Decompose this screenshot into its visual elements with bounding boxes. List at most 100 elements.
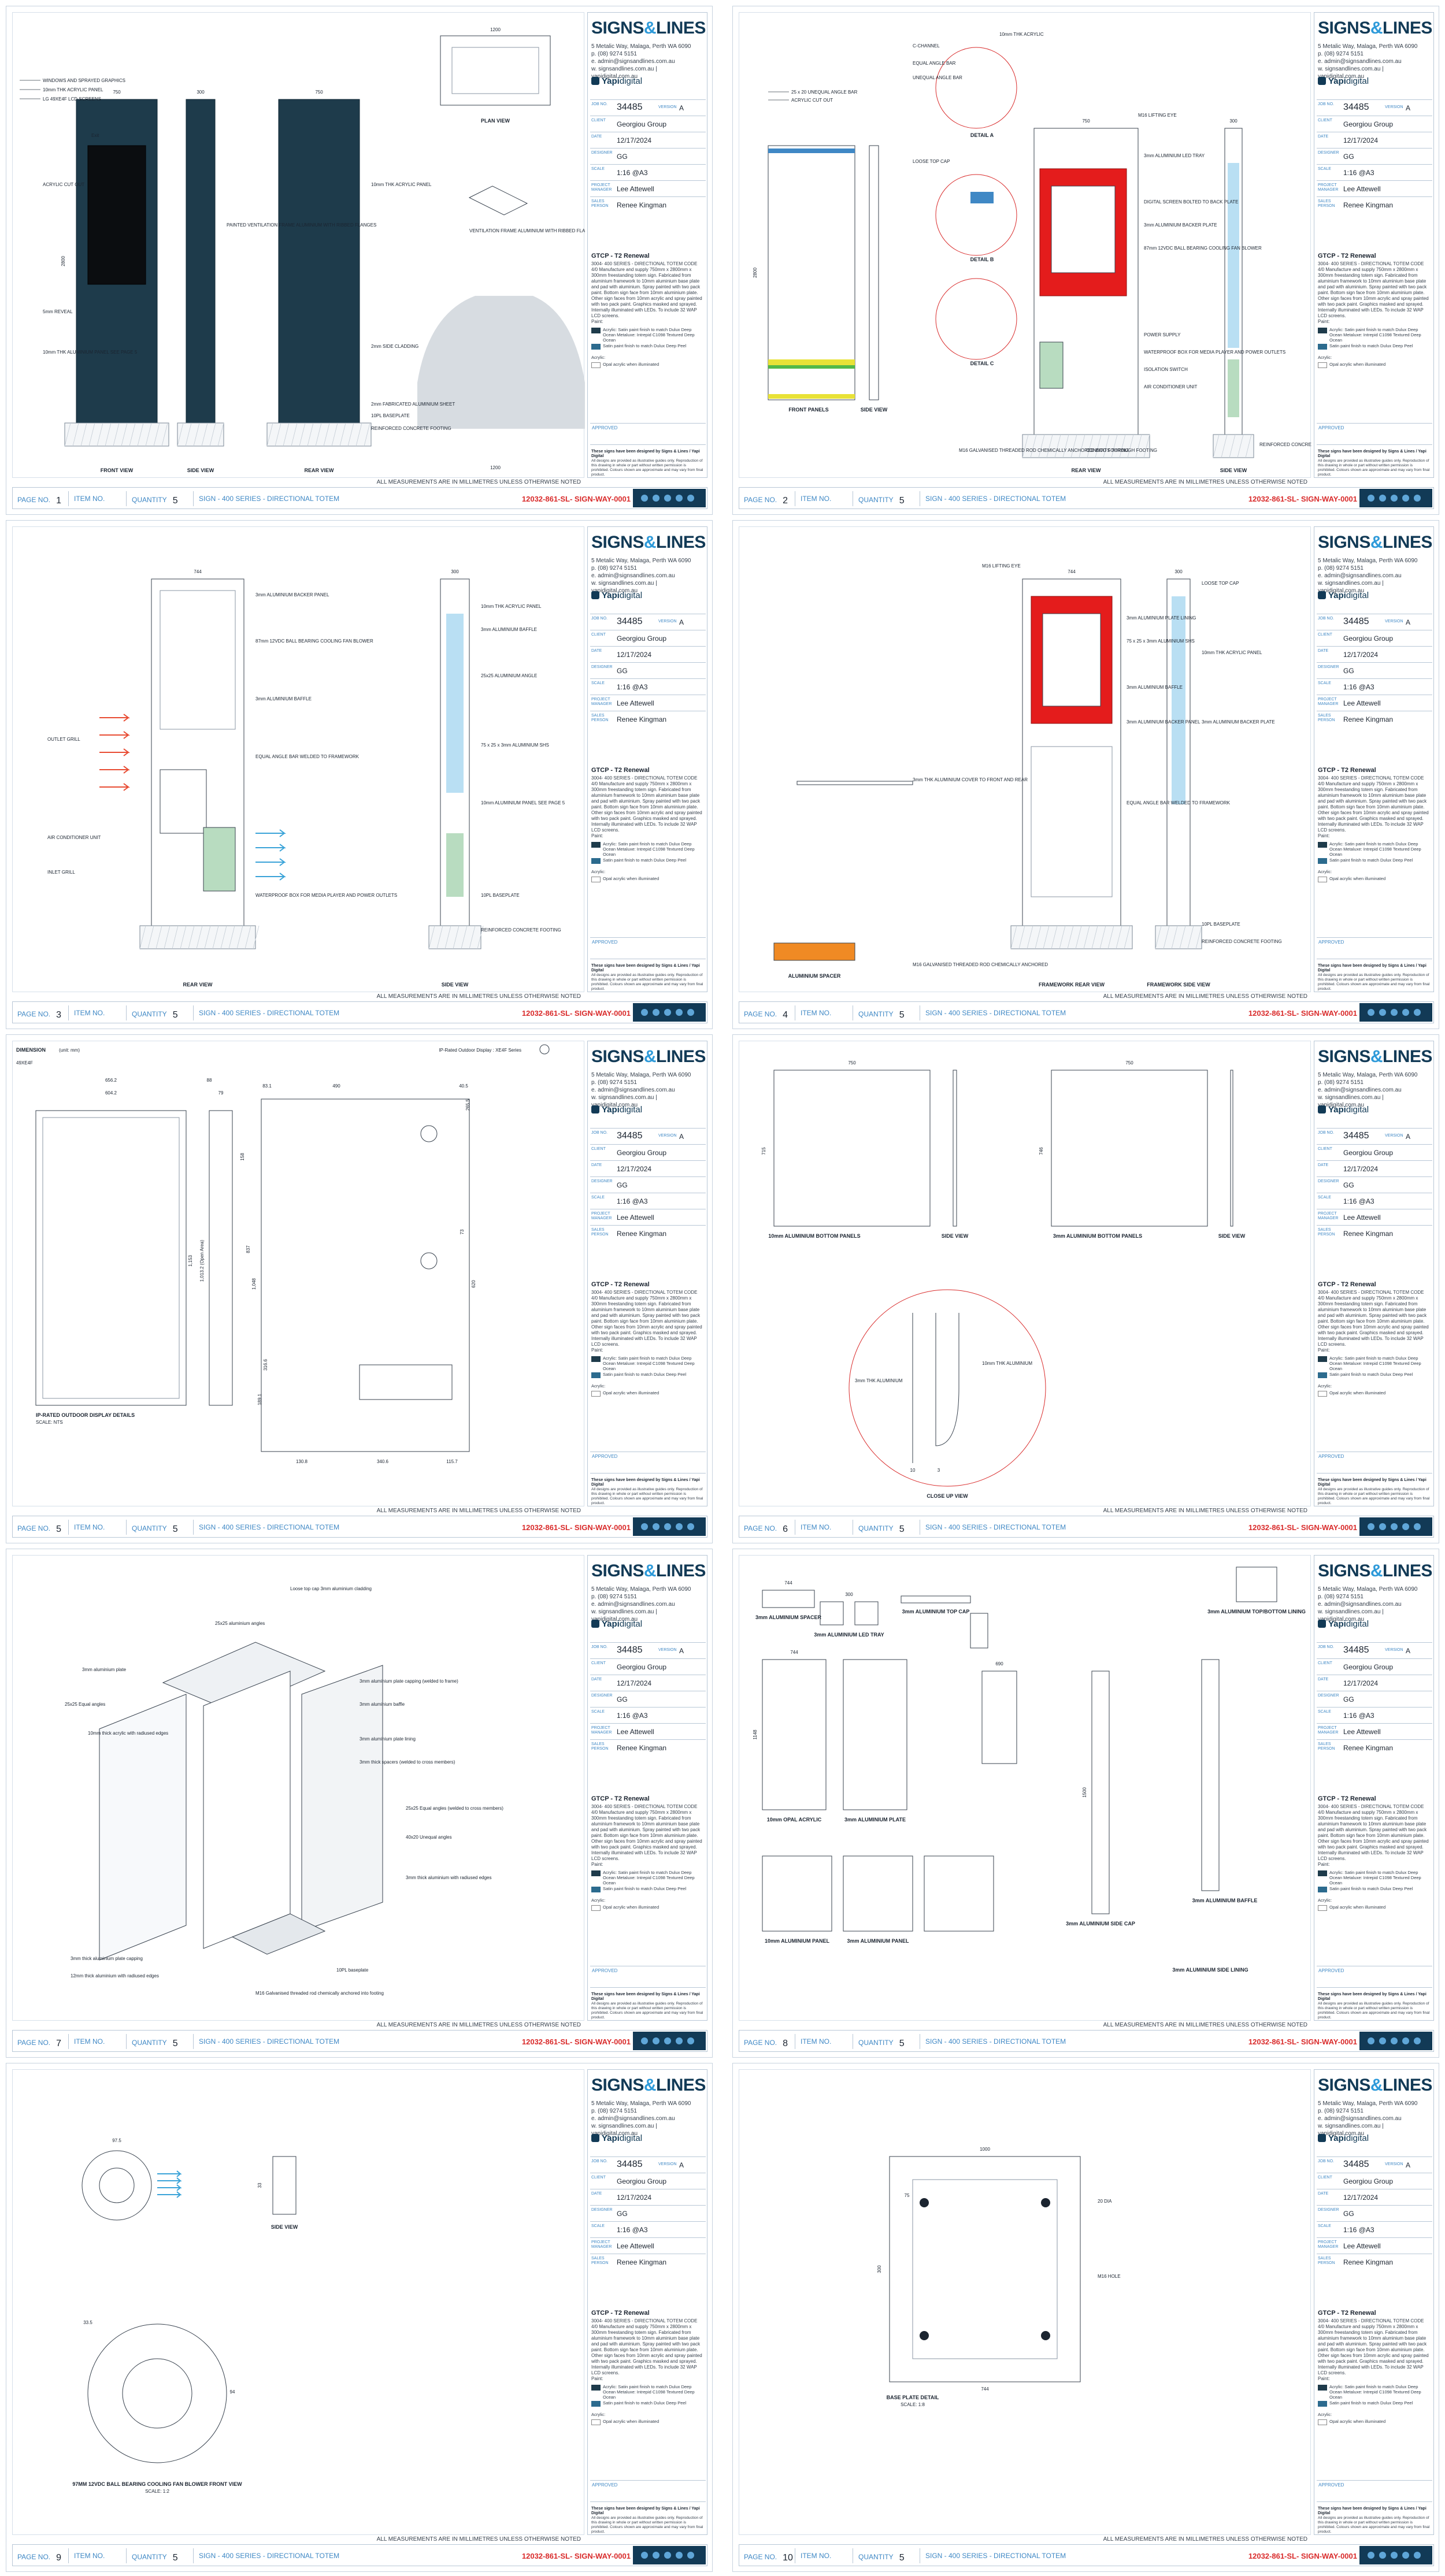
- page-number: 3: [56, 1010, 62, 1020]
- paint-swatch: [1318, 842, 1327, 848]
- company-logo: SIGNS&LINES: [591, 2076, 706, 2095]
- drawing-number: 12032-861-SL- SIGN-WAY-0001: [521, 2037, 631, 2046]
- drawing-number: 12032-861-SL- SIGN-WAY-0001: [1248, 1523, 1357, 1532]
- instagram-icon[interactable]: [653, 2037, 659, 2044]
- company-address: 5 Metalic Way, Malaga, Perth WA 6090 p. …: [1318, 557, 1431, 595]
- callout-label: REINFORCED CONCRETE FOOTING: [371, 426, 451, 431]
- facebook-icon[interactable]: [1391, 1009, 1398, 1016]
- hatch-line: [180, 925, 187, 949]
- social-bar: [1359, 489, 1432, 507]
- linkedin-icon[interactable]: [1368, 495, 1374, 502]
- twitter-icon[interactable]: [1402, 495, 1409, 502]
- twitter-icon[interactable]: [1402, 1523, 1409, 1530]
- instagram-icon[interactable]: [653, 495, 659, 502]
- drawing-sheet-5: DIMENSION(unit: mm)IP-Rated Outdoor Disp…: [6, 1034, 713, 1543]
- instagram-icon[interactable]: [653, 1523, 659, 1530]
- hatch-line: [1030, 434, 1037, 458]
- dimension-label: 750: [315, 90, 323, 95]
- page-number: 1: [56, 496, 62, 506]
- instagram-icon[interactable]: [1379, 2552, 1386, 2559]
- linkedin-icon[interactable]: [1368, 1523, 1374, 1530]
- date-value: 12/17/2024: [1343, 2193, 1379, 2202]
- hatch-line: [1027, 925, 1033, 949]
- linkedin-icon[interactable]: [641, 2037, 648, 2044]
- youtube-icon[interactable]: [1414, 2552, 1421, 2559]
- linkedin-icon[interactable]: [641, 495, 648, 502]
- description-text: 3004- 400 SERIES - DIRECTIONAL TOTEM COD…: [591, 1290, 702, 1347]
- drawing-number: 12032-861-SL- SIGN-WAY-0001: [1248, 495, 1357, 503]
- linkedin-icon[interactable]: [1368, 2552, 1374, 2559]
- instagram-icon[interactable]: [653, 2552, 659, 2559]
- dimension-label: 300: [877, 2265, 882, 2273]
- dimension-unit: (unit: mm): [59, 1048, 80, 1053]
- youtube-icon[interactable]: [687, 1523, 694, 1530]
- instagram-icon[interactable]: [1379, 2037, 1386, 2044]
- facebook-icon[interactable]: [1391, 2552, 1398, 2559]
- measurement-note: ALL MEASUREMENTS ARE IN MILLIMETRES UNLE…: [1103, 479, 1307, 485]
- callout-label: 75 x 25 x 3mm ALUMINIUM SHS: [481, 743, 549, 748]
- instagram-icon[interactable]: [1379, 1009, 1386, 1016]
- dimension-label: 40.5: [459, 1083, 468, 1089]
- twitter-icon[interactable]: [676, 2552, 683, 2559]
- quantity-label: QUANTITY 5: [132, 2039, 178, 2048]
- linkedin-icon[interactable]: [641, 1009, 648, 1016]
- facebook-icon[interactable]: [664, 2552, 671, 2559]
- callout-label: M16 GALVANISED THREADED ROD CHEMICALLY A…: [913, 962, 1048, 967]
- youtube-icon[interactable]: [1414, 2037, 1421, 2044]
- web-text: w. signsandlines.com.au | yapidigital.co…: [1318, 2123, 1384, 2137]
- youtube-icon[interactable]: [687, 2037, 694, 2044]
- job-no-value: 34485: [1343, 102, 1369, 112]
- linkedin-icon[interactable]: [641, 1523, 648, 1530]
- paint-swatch: [591, 1391, 601, 1397]
- drawing-number: 12032-861-SL- SIGN-WAY-0001: [521, 495, 631, 503]
- item-no-label: ITEM NO.: [74, 1523, 105, 1531]
- facebook-icon[interactable]: [664, 1009, 671, 1016]
- youtube-icon[interactable]: [1414, 495, 1421, 502]
- date-value: 12/17/2024: [617, 1165, 652, 1173]
- instagram-icon[interactable]: [1379, 495, 1386, 502]
- linkedin-icon[interactable]: [1368, 1009, 1374, 1016]
- linkedin-icon[interactable]: [1368, 2037, 1374, 2044]
- hatch-line: [97, 422, 103, 447]
- youtube-icon[interactable]: [1414, 1523, 1421, 1530]
- facebook-icon[interactable]: [664, 2037, 671, 2044]
- facebook-icon[interactable]: [1391, 2037, 1398, 2044]
- twitter-icon[interactable]: [676, 2037, 683, 2044]
- instagram-icon[interactable]: [653, 1009, 659, 1016]
- facebook-icon[interactable]: [664, 495, 671, 502]
- twitter-icon[interactable]: [676, 495, 683, 502]
- client-value: Georgiou Group: [1343, 1663, 1394, 1671]
- youtube-icon[interactable]: [1414, 1009, 1421, 1016]
- facebook-icon[interactable]: [1391, 495, 1398, 502]
- twitter-icon[interactable]: [676, 1523, 683, 1530]
- twitter-icon[interactable]: [1402, 2552, 1409, 2559]
- view-title: SIDE VIEW: [442, 982, 469, 988]
- instagram-icon[interactable]: [1379, 1523, 1386, 1530]
- scale-value: 1:16 @A3: [617, 1712, 648, 1720]
- youtube-icon[interactable]: [687, 1009, 694, 1016]
- facebook-icon[interactable]: [664, 1523, 671, 1530]
- quantity-label: QUANTITY 5: [858, 1010, 905, 1020]
- paint-swatch: [591, 362, 601, 368]
- twitter-icon[interactable]: [1402, 2037, 1409, 2044]
- hatch-line: [217, 422, 224, 447]
- youtube-icon[interactable]: [687, 495, 694, 502]
- twitter-icon[interactable]: [1402, 1009, 1409, 1016]
- twitter-icon[interactable]: [676, 1009, 683, 1016]
- hatch-line: [137, 422, 144, 447]
- date-value: 12/17/2024: [617, 2193, 652, 2202]
- facebook-icon[interactable]: [1391, 1523, 1398, 1530]
- linkedin-icon[interactable]: [641, 2552, 648, 2559]
- hatch-line: [266, 422, 273, 447]
- youtube-icon[interactable]: [687, 2552, 694, 2559]
- callout-label: M16 Galvanised threaded rod chemically a…: [255, 1991, 384, 1996]
- dimension-label: 83.1: [262, 1083, 272, 1089]
- view-title: 10mm ALUMINIUM BOTTOM PANELS: [768, 1233, 860, 1239]
